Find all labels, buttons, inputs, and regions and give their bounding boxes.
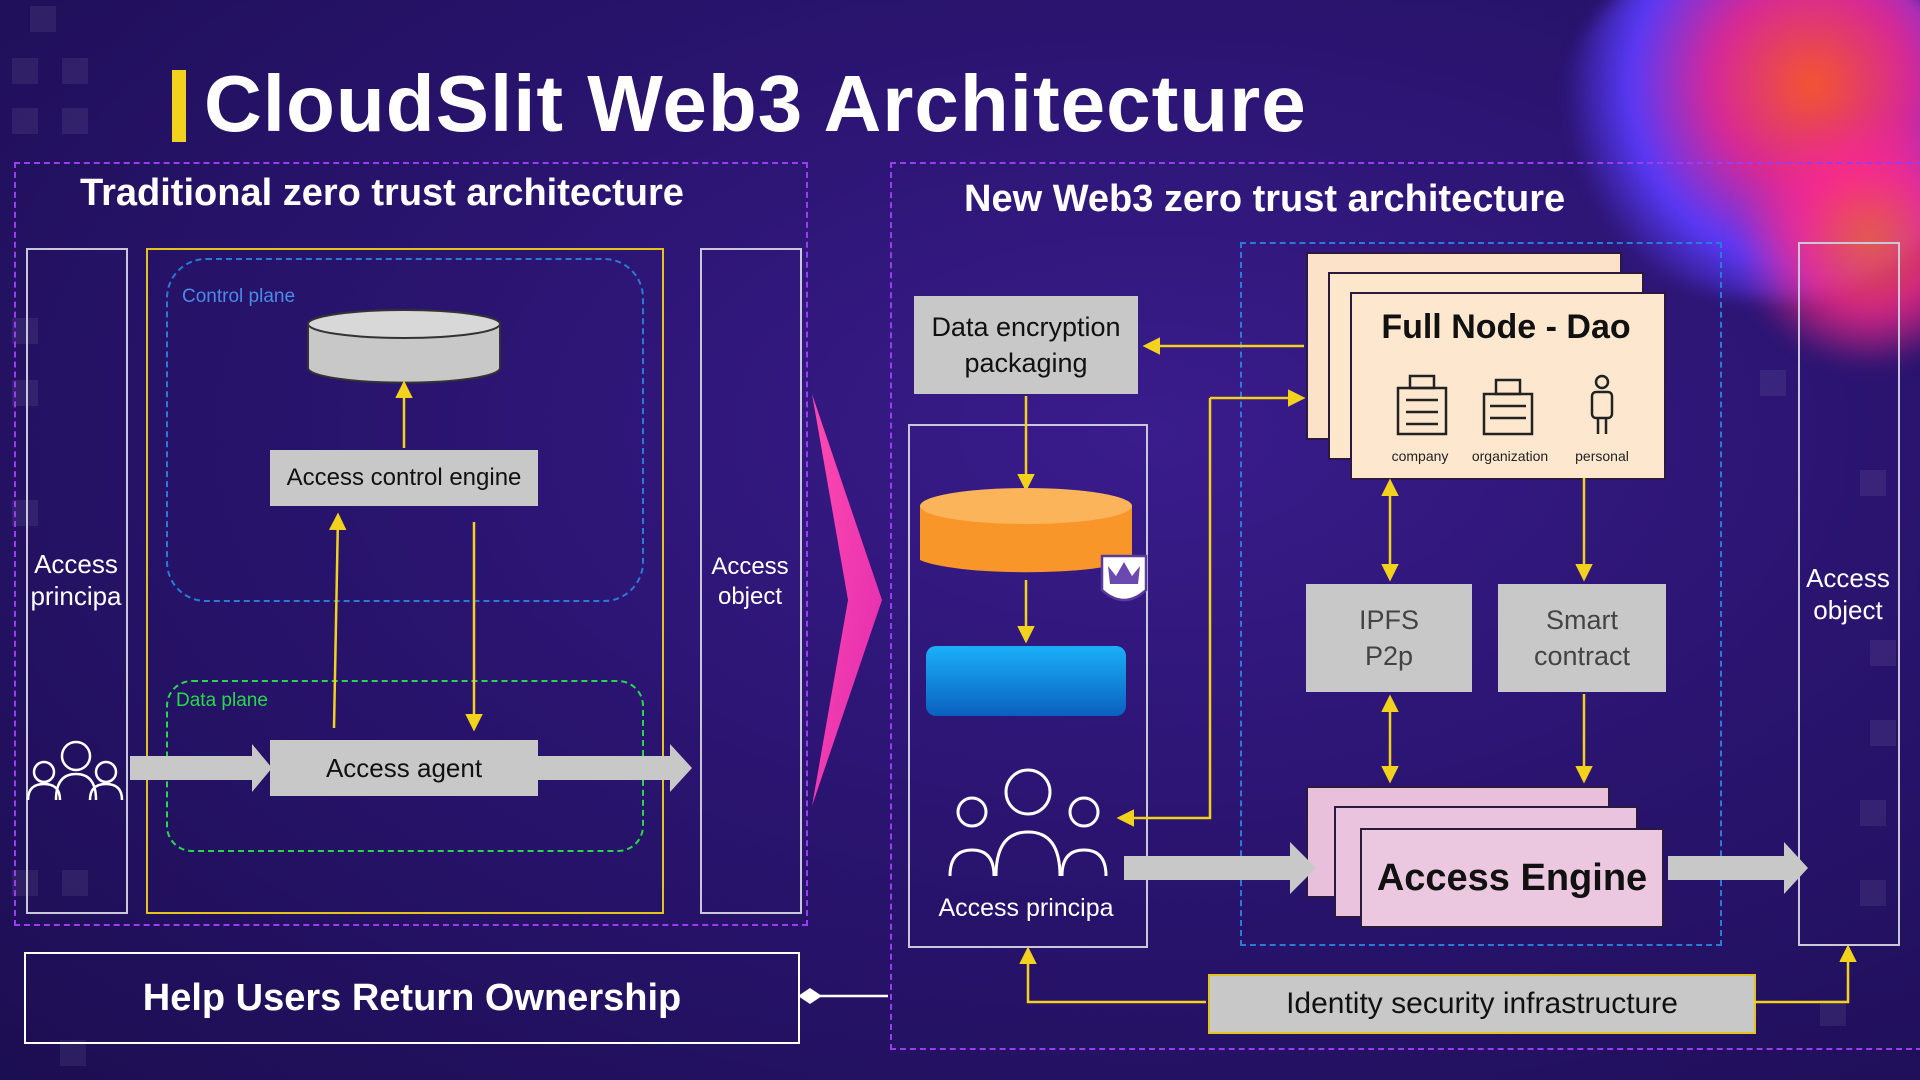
access-principal-label: Access principa (30, 549, 122, 611)
control-plane-label: Control plane (182, 286, 296, 307)
web3-user-data-label: User Data (939, 524, 1093, 562)
traditional-heading: Traditional zero trust architecture (80, 172, 684, 214)
user-data-cylinder-label: User Data (336, 334, 472, 367)
access-object-label: Access object (711, 553, 789, 610)
web3-section-frame (890, 162, 1920, 1050)
organization-label: organization (1471, 448, 1549, 464)
ipfs-line1: IPFS (1358, 605, 1419, 635)
access-engine-card: Access Engine (1360, 828, 1664, 928)
access-control-engine-box: Access control engine (270, 450, 538, 506)
personal-label: personal (1575, 448, 1629, 464)
traditional-section-frame (14, 162, 808, 926)
web3-heading: New Web3 zero trust architecture (964, 178, 1566, 220)
control-plane-frame (166, 258, 644, 602)
smart-line2: contract (1533, 641, 1631, 671)
access-principal-column (26, 248, 128, 914)
dao-frame (1240, 242, 1722, 946)
ipfs-box: IPFS P2p (1306, 584, 1472, 692)
access-agent-box: Access agent (270, 740, 538, 796)
data-encryption-box: Data encryption packaging (914, 296, 1138, 394)
help-users-label: Help Users Return Ownership (142, 976, 682, 1019)
full-node-title: Full Node - Dao (1381, 308, 1631, 346)
smart-line1: Smart (1545, 605, 1618, 635)
access-object-column (700, 248, 802, 914)
zero-trust-frame (146, 248, 664, 914)
data-plane-label: Data plane (176, 690, 268, 711)
identity-infrastructure-box: Identity security infrastructure (1208, 974, 1756, 1034)
web3-access-object-label: Access object (1806, 563, 1890, 625)
left-trust-label: trust (590, 756, 630, 778)
page-title: CloudSlit Web3 Architecture (204, 59, 1307, 148)
access-engine-label: Access Engine (1376, 856, 1648, 899)
web3-access-principal-label: Access principa (938, 894, 1114, 922)
ipfs-line2: P2p (1364, 641, 1414, 671)
company-label: company (1391, 448, 1449, 464)
filecoin-label: Filecoin (967, 662, 1085, 700)
chevron-divider-icon (812, 394, 882, 806)
right-trust-label: trust (1710, 856, 1754, 881)
untrusted-label: Untrusted (150, 756, 238, 778)
untrust-label: Untrust (1178, 856, 1250, 881)
title-accent-bar (172, 70, 186, 142)
help-connector-diamond (798, 988, 822, 1004)
help-users-box: Help Users Return Ownership (24, 952, 800, 1044)
smart-contract-box: Smart contract (1498, 584, 1666, 692)
